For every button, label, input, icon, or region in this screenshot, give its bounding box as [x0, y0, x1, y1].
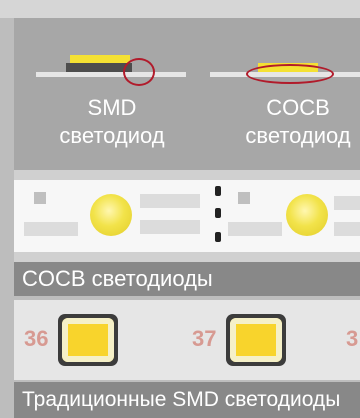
cob-led — [90, 194, 132, 236]
cob-pad — [238, 192, 250, 204]
cob-trace — [140, 220, 200, 234]
cut-mark — [215, 186, 221, 196]
cob-highlight-ellipse — [246, 64, 334, 84]
smd-base-strip — [36, 72, 186, 77]
smd-caption: Традиционные SMD светодиоды — [14, 382, 360, 418]
cob-trace — [334, 196, 360, 210]
smd-number: 37 — [192, 326, 217, 351]
smd-chip-top — [70, 55, 130, 63]
cob-trace — [228, 222, 282, 236]
cob-trace — [140, 194, 200, 208]
cob-trace — [24, 222, 78, 236]
cob-pad — [34, 192, 46, 204]
smd-led — [230, 318, 282, 362]
cob-label-line1: COCB — [266, 95, 330, 120]
smd-label-line2: светодиод — [59, 123, 165, 148]
cob-label-line2: светодиод — [245, 123, 351, 148]
smd-highlight-circle — [123, 58, 155, 86]
cob-trace — [334, 222, 360, 236]
smd-chip-body — [66, 63, 132, 72]
cut-mark — [215, 232, 221, 242]
smd-number: 36 — [24, 326, 49, 351]
smd-led — [62, 318, 114, 362]
diagram-panel — [14, 18, 360, 178]
cut-mark — [215, 208, 221, 218]
top-texture — [0, 0, 360, 18]
smd-label-line1: SMD — [87, 95, 137, 120]
cob-led — [286, 194, 328, 236]
smd-number: 3 — [346, 326, 359, 351]
cob-caption: COCB светодиоды — [14, 262, 360, 296]
